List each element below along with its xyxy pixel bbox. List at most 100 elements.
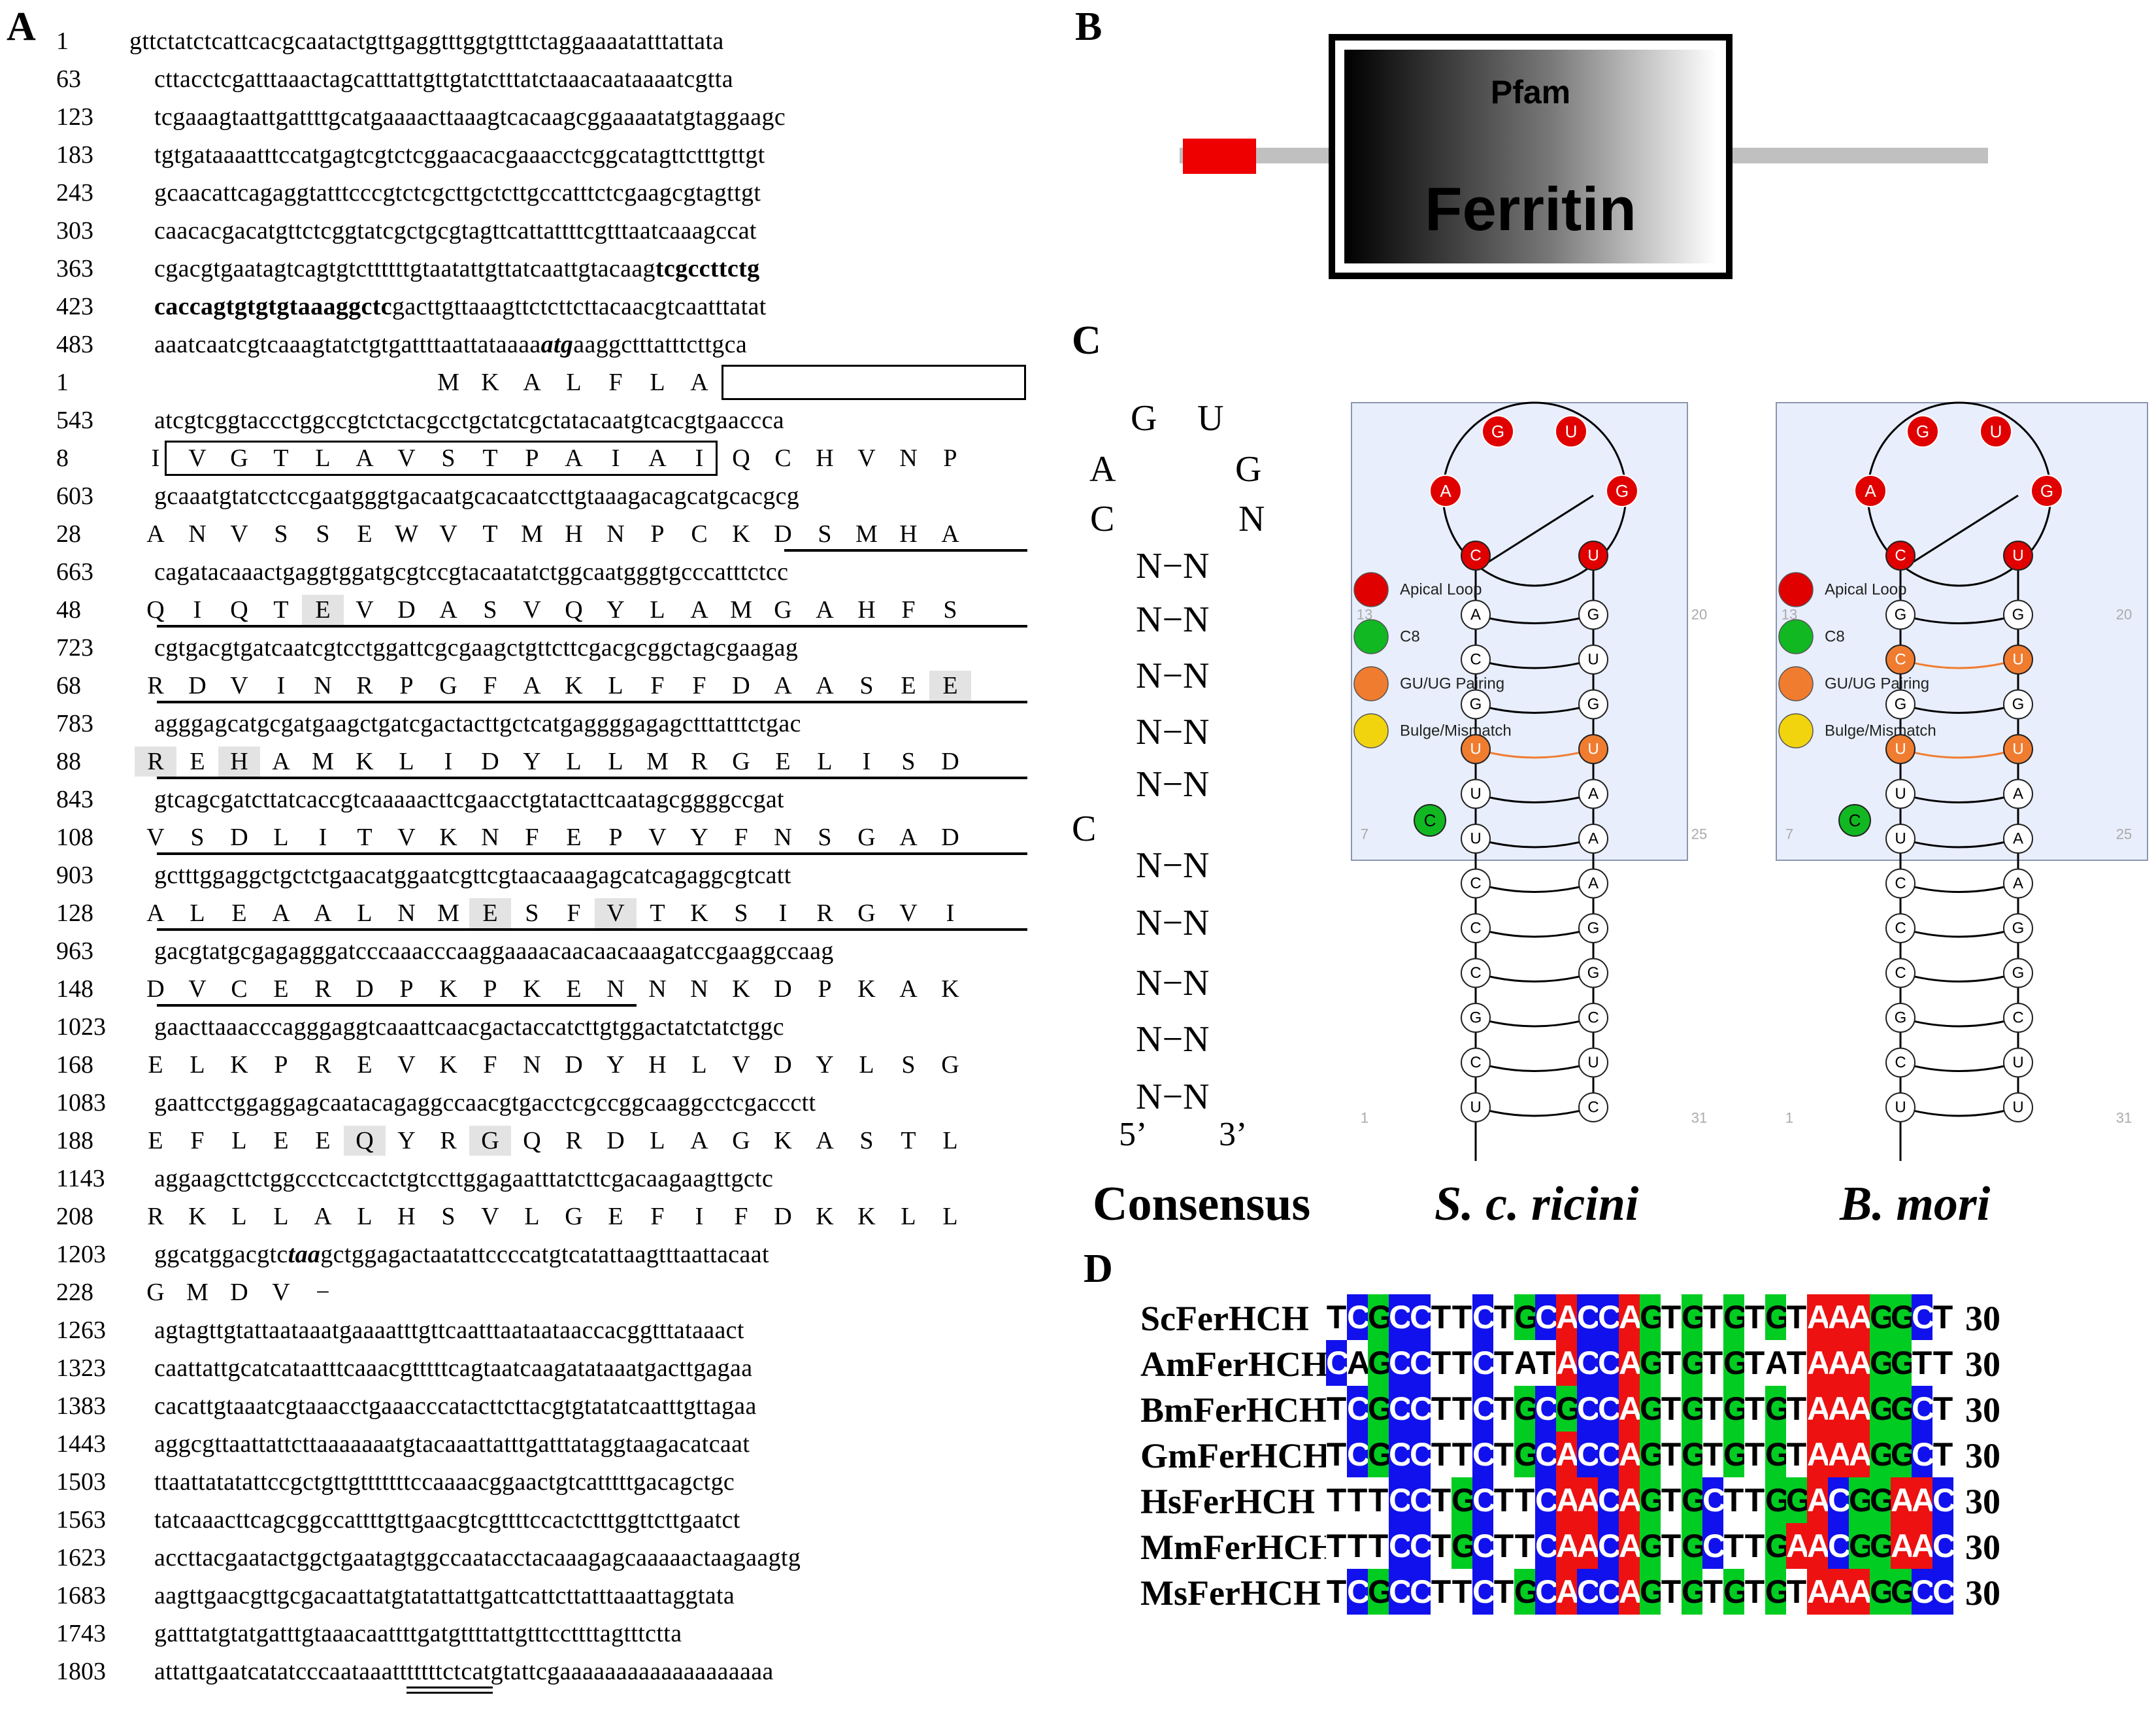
stem-nucleotide-label: C xyxy=(2012,1009,2023,1027)
aligned-base: T xyxy=(1368,1477,1389,1523)
nucleotides: gtcagcgatcttatcaccgtcaaaaacttcgaacctgtat… xyxy=(154,786,784,813)
nucleotides: atcgtcggtaccctggccgtctctacgcctgctatcgcta… xyxy=(154,407,784,434)
aligned-base: C xyxy=(1389,1432,1412,1477)
position-number: 543 xyxy=(56,407,93,434)
domain-underline xyxy=(784,549,1027,552)
stem-nucleotide-label: U xyxy=(1587,547,1599,565)
aligned-base: C xyxy=(1932,1569,1956,1615)
aligned-base: G xyxy=(1723,1569,1749,1615)
amino-acid: L xyxy=(650,369,665,396)
legend-gu-pairing-text: GU/UG Pairing xyxy=(1825,675,1929,693)
aligned-base: A xyxy=(1807,1294,1831,1340)
legend-gu-pairing-text: GU/UG Pairing xyxy=(1400,675,1504,693)
aligned-base: C xyxy=(1932,1477,1956,1523)
stem-nucleotide xyxy=(1578,645,1608,675)
amino-acid: L xyxy=(566,369,582,396)
aligned-base: A xyxy=(1556,1523,1580,1569)
tick-20: 20 xyxy=(2116,607,2132,623)
aligned-base: G xyxy=(1765,1523,1791,1569)
stem-nucleotide xyxy=(2003,824,2033,854)
loop-nucleotide-label: U xyxy=(1990,422,2002,441)
aligned-base: A xyxy=(1828,1294,1851,1340)
aligned-base: G xyxy=(1682,1477,1707,1523)
aligned-base: A xyxy=(1765,1340,1789,1386)
aligned-base: G xyxy=(1682,1294,1707,1340)
amino-acid: I xyxy=(151,445,160,472)
aligned-base: G xyxy=(1849,1477,1874,1523)
stem-nucleotide-label: G xyxy=(2012,606,2025,624)
nucleotides: agtagttgtattaataaatgaaaatttgttcaatttaata… xyxy=(154,1317,744,1344)
amino-acid: S xyxy=(525,899,539,927)
position-number: 1143 xyxy=(56,1165,105,1192)
aligned-base: C xyxy=(1535,1477,1559,1523)
amino-acid: E xyxy=(231,899,247,927)
aligned-base: G xyxy=(1640,1294,1665,1340)
aligned-base: C xyxy=(1389,1523,1412,1569)
stem-nucleotide-label: U xyxy=(2012,651,2023,669)
nucleotides: cacattgtaaatcgtaaacctgaaacccatacttcttacg… xyxy=(154,1392,757,1420)
aligned-base: A xyxy=(1619,1432,1642,1477)
consensus-base-pair: N−N xyxy=(1136,963,1210,1003)
stem-nucleotide xyxy=(1885,868,1916,899)
amino-acid: N xyxy=(606,975,625,1003)
amino-acid: D xyxy=(606,1127,625,1154)
amino-acid: T xyxy=(357,824,373,851)
nucleotides: caacacgacatgttctcggtatcgctgcgtagttcattat… xyxy=(154,217,757,244)
stem-nucleotide xyxy=(1461,645,1491,675)
stem-nucleotide xyxy=(1461,1092,1491,1122)
aligned-base: T xyxy=(1347,1523,1368,1569)
position-number: 363 xyxy=(56,255,93,282)
nucleotide-text: tatcaaacttcagcggccattttgttgaacgtcgttttcc… xyxy=(154,1505,740,1535)
nucleotides: attattgaatcatatcccaataaatttttttctcatgtat… xyxy=(154,1658,774,1685)
consensus-base-pair: N−N xyxy=(1136,712,1210,752)
position-number: 183 xyxy=(56,141,93,169)
aligned-base: T xyxy=(1326,1523,1347,1569)
stem-nucleotide-label: C xyxy=(1470,964,1481,982)
aligned-base: T xyxy=(1932,1432,1953,1477)
nucleotide-text: aaatcaatcgtcaaagtatctgtgattttaattataaaaa… xyxy=(154,329,747,360)
amino-acid: I xyxy=(946,899,955,927)
domain-underline xyxy=(157,625,1027,628)
amino-acid: R xyxy=(135,747,176,777)
aligned-base: A xyxy=(1828,1340,1851,1386)
nucleotide-text: cgacgtgaatagtcagtgtcttttttgtaatattgttatc… xyxy=(154,254,759,284)
consensus-base-pair: N−N xyxy=(1136,599,1210,640)
highlight-box xyxy=(1776,402,2148,861)
cons-loop-u: U xyxy=(1197,398,1224,439)
panel-label-d: D xyxy=(1084,1247,1113,1291)
polya-signal-underline xyxy=(406,1687,493,1694)
aligned-base: A xyxy=(1786,1523,1810,1569)
amino-acid: S xyxy=(274,520,288,548)
nucleotide-text: gacgtatgcgagagggatcccaaacccaaggaaaacaaca… xyxy=(154,936,834,966)
tick-31: 31 xyxy=(2116,1110,2132,1126)
stem-nucleotide-label: U xyxy=(1895,741,1906,758)
nucleotides: gctggagactaatattccccatgtcatattaagtttaatt… xyxy=(320,1241,769,1268)
amino-acid: D xyxy=(146,975,165,1003)
amino-acid: M xyxy=(437,899,459,927)
caption-consensus: Consensus xyxy=(1093,1177,1311,1231)
amino-acid: V xyxy=(188,975,207,1003)
amino-acid: K xyxy=(857,1203,876,1230)
loop-nucleotide xyxy=(1429,475,1462,507)
loop-nucleotide-label: G xyxy=(1916,422,1929,441)
position-number: 603 xyxy=(56,482,93,510)
amino-acid: P xyxy=(274,1051,288,1079)
amino-acid: F xyxy=(483,672,497,699)
sequence-length: 30 xyxy=(1965,1573,2000,1613)
legend-bulge-text: Bulge/Mismatch xyxy=(1825,722,1936,740)
amino-acid: G xyxy=(439,672,457,699)
position-number: 1383 xyxy=(56,1392,106,1420)
amino-acid: C xyxy=(231,975,248,1003)
ferritin-label: Ferritin xyxy=(1425,175,1636,243)
amino-acid: F xyxy=(734,1203,748,1230)
aligned-base: A xyxy=(1556,1477,1580,1523)
aligned-base: T xyxy=(1326,1432,1347,1477)
amino-acid: L xyxy=(190,1051,205,1079)
stem-nucleotide xyxy=(1461,913,1491,943)
amino-acid: S xyxy=(441,445,456,472)
aligned-base: T xyxy=(1786,1294,1807,1340)
